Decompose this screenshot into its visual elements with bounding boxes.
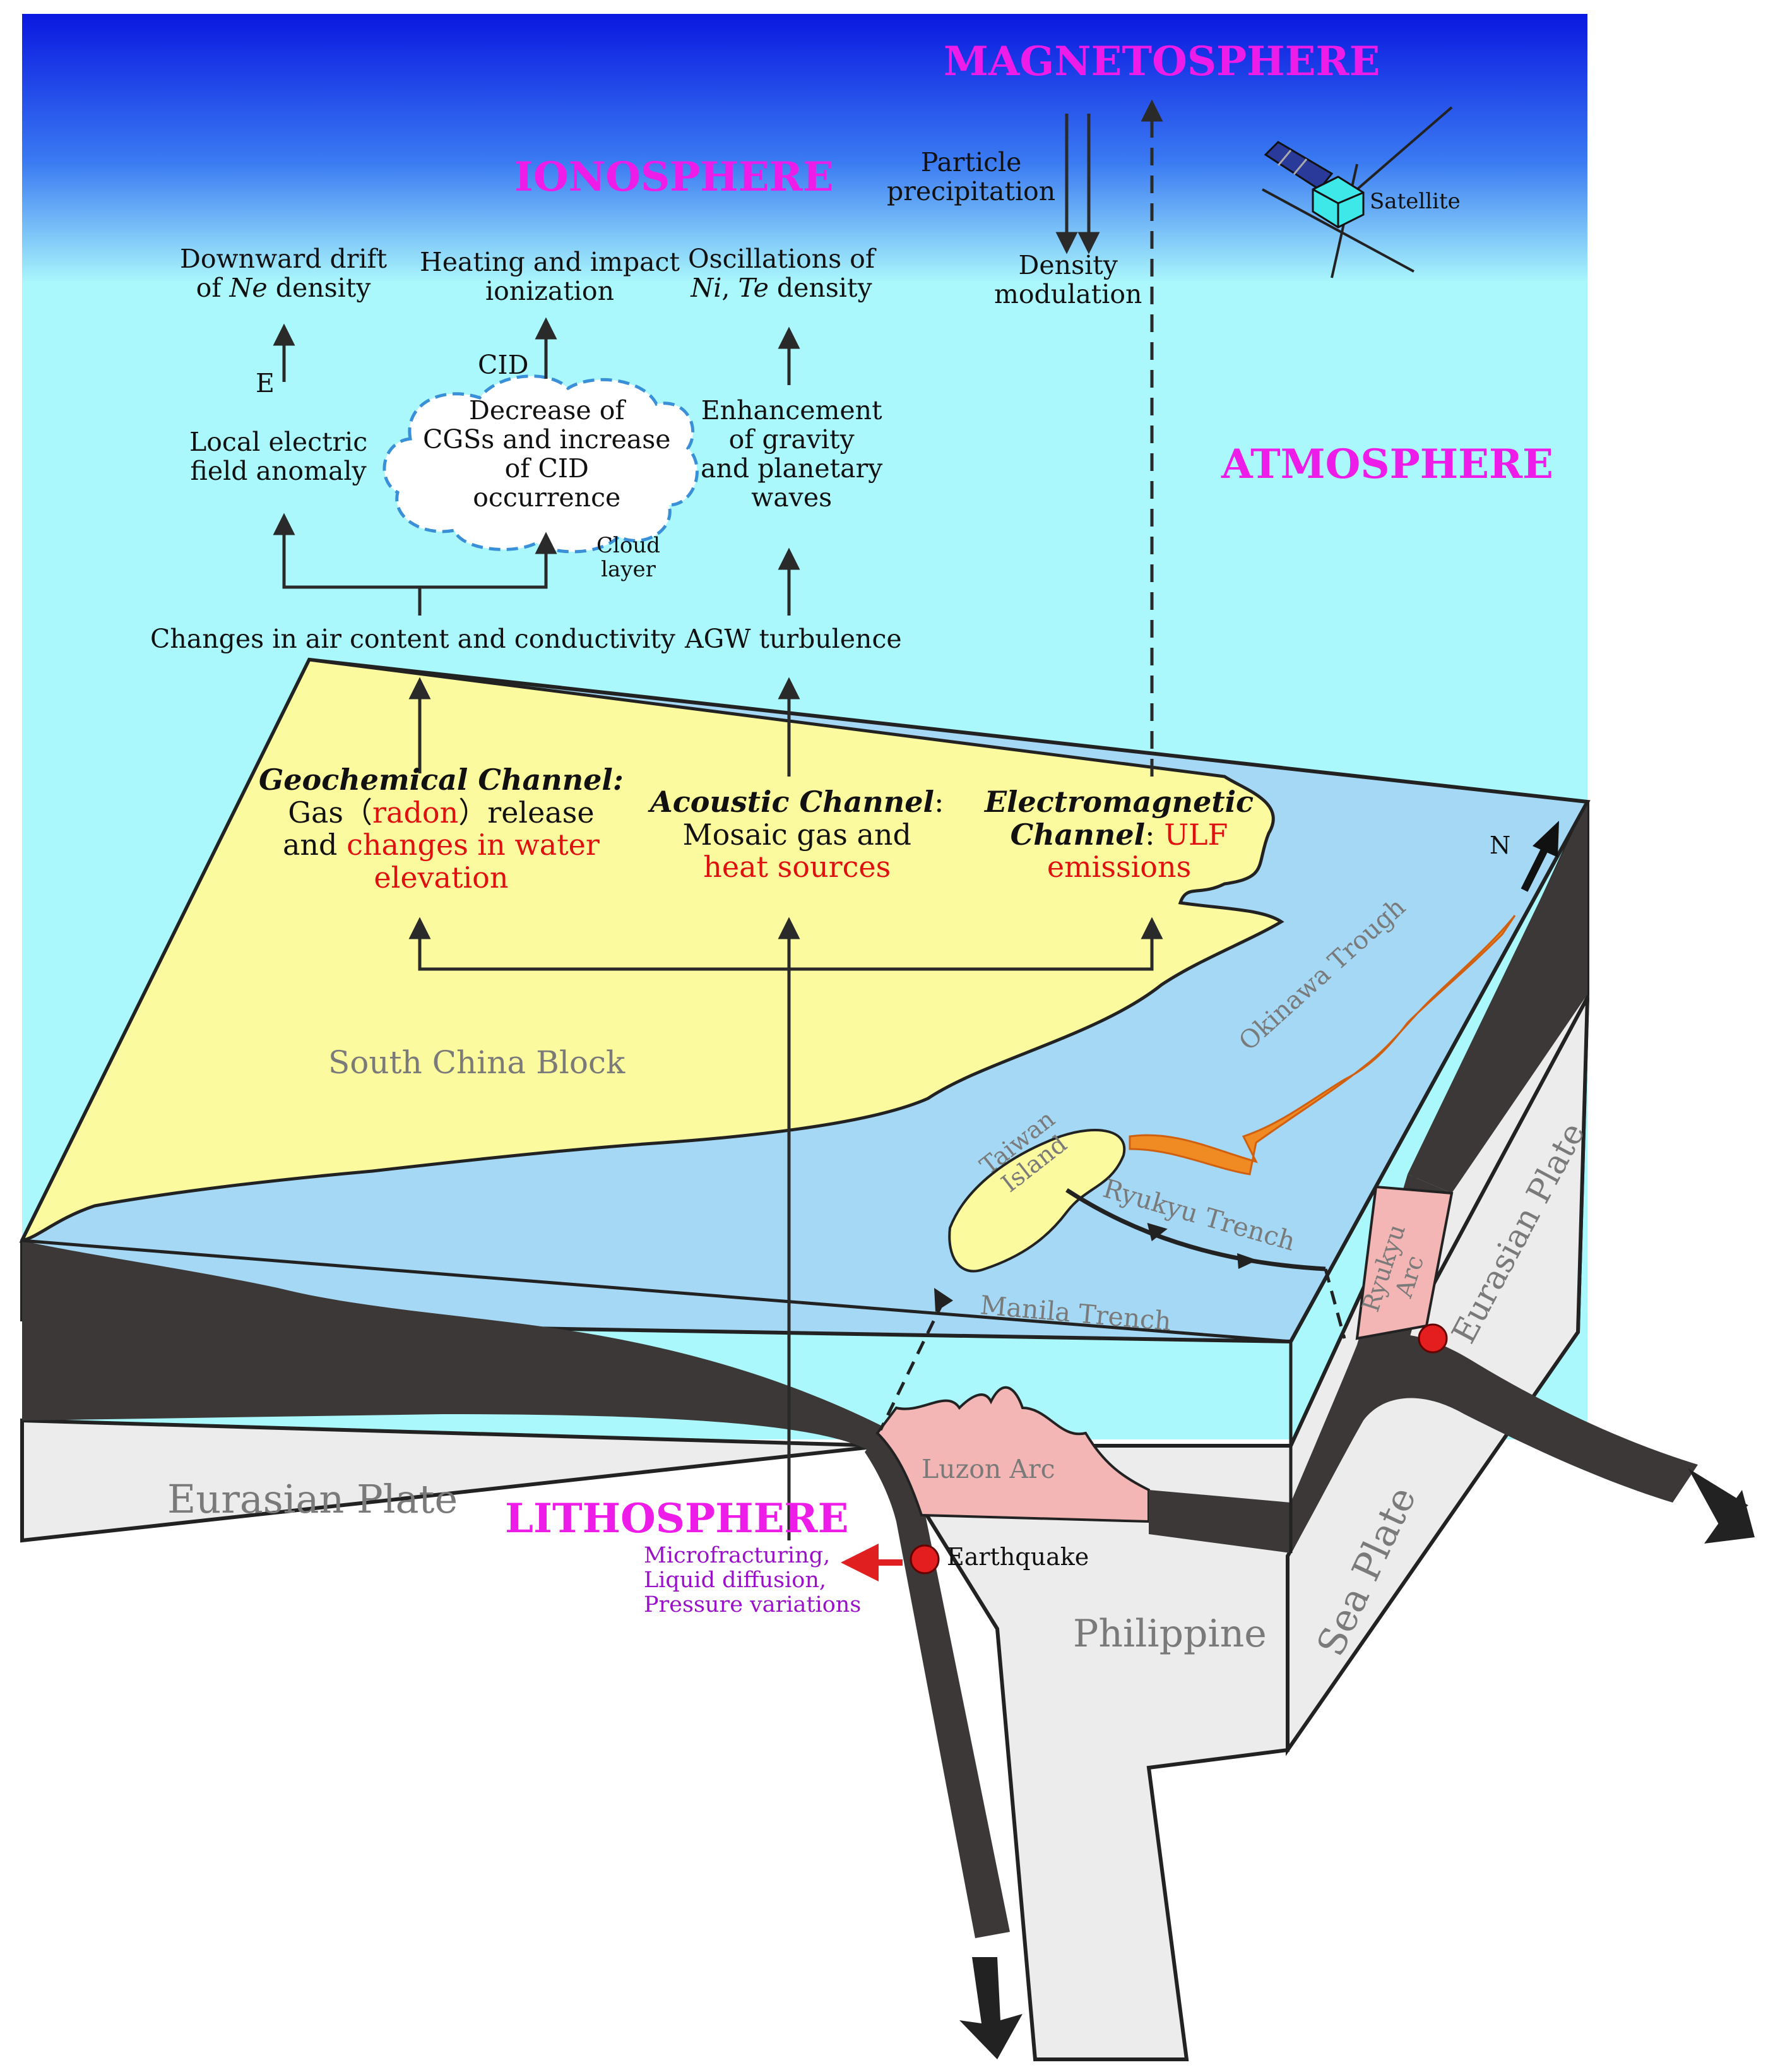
cloud-layer	[382, 374, 699, 554]
density-modulation-label: Density modulation	[994, 250, 1142, 309]
cid-label: CID	[478, 350, 529, 380]
subducting-slab-west	[865, 1427, 1010, 1938]
taiwan-island	[948, 1129, 1126, 1273]
eurasian-plate-left-label: Eurasian Plate	[167, 1476, 458, 1522]
downward-drift-label: Downward drift of Ne density	[180, 244, 388, 303]
arrow-litho-to-geochem	[408, 917, 791, 1540]
layer-label-ionosphere: IONOSPHERE	[514, 153, 834, 201]
earthquake-label: Earthquake	[947, 1543, 1089, 1571]
satellite-icon	[1262, 106, 1453, 278]
oscillations-label: Oscillations of Ni, Te density	[688, 244, 875, 303]
gravity-waves-label: Enhancement of gravity and planetary wav…	[701, 395, 883, 513]
layer-label-lithosphere: LITHOSPHERE	[505, 1495, 849, 1542]
manila-trench-tooth	[934, 1288, 953, 1312]
philippine-lithosphere-band	[1149, 1490, 1291, 1553]
particle-precipitation-label: Particle precipitation	[887, 147, 1056, 206]
lithosphere-effects-label: Microfracturing, Liquid diffusion, Press…	[644, 1543, 862, 1618]
satellite-label: Satellite	[1370, 189, 1461, 214]
manila-trench-dashed	[879, 1299, 946, 1431]
luzon-arc-body	[875, 1386, 1150, 1523]
luzon-arc-label: Luzon Arc	[922, 1454, 1055, 1484]
ryukyu-trench-tooth	[1237, 1253, 1257, 1269]
air-content-label: Changes in air content and conductivity	[150, 624, 675, 654]
south-china-block-label: South China Block	[328, 1044, 626, 1081]
arrow-litho-to-em	[789, 917, 1163, 971]
ryukyu-trench-line	[1065, 1188, 1326, 1271]
cloud-layer-label: Cloud layer	[596, 533, 661, 583]
acoustic-channel-label: Acoustic Channel: Mosaic gas and heat so…	[650, 785, 944, 884]
ryukyu-trench-dashed	[1324, 1268, 1346, 1339]
agw-turbulence-label: AGW turbulence	[685, 624, 902, 654]
ryukyu-trench-tooth	[1147, 1222, 1168, 1242]
okinawa-trough	[1129, 915, 1516, 1176]
eurasian-east-slab	[1408, 802, 1587, 1193]
earthquake-dot-luzon	[910, 1544, 940, 1575]
layer-label-magnetosphere: MAGNETOSPHERE	[944, 38, 1380, 85]
eurasian-lithosphere-slab	[22, 1241, 884, 1452]
earthquake-dot-ryukyu	[1418, 1323, 1448, 1354]
geochemical-channel-label: Geochemical Channel: Gas（radon）release a…	[259, 763, 624, 895]
arrow-south-motion	[959, 1957, 1023, 2059]
arrow-east-motion	[1688, 1468, 1755, 1544]
philippine-label: Philippine	[1073, 1612, 1267, 1656]
electromagnetic-channel-label: Electromagnetic Channel: ULF emissions	[985, 785, 1254, 884]
magnetosphere-ionosphere-band	[22, 14, 1587, 282]
heating-label: Heating and impact ionization	[420, 247, 680, 306]
subducting-slab-east	[1291, 1334, 1698, 1553]
north-label: N	[1490, 831, 1511, 859]
arrow-air-to-efield	[273, 513, 422, 616]
north-arrow-head	[1533, 821, 1559, 857]
layer-label-atmosphere: ATMOSPHERE	[1221, 441, 1553, 488]
e-label: E	[256, 368, 275, 398]
arrow-air-to-cloud	[420, 532, 557, 589]
local-field-anomaly-label: Local electric field anomaly	[189, 427, 368, 486]
south-china-block-landmass	[19, 658, 1284, 1243]
cloud-text: Decrease of CGSs and increase of CID occ…	[423, 395, 671, 513]
